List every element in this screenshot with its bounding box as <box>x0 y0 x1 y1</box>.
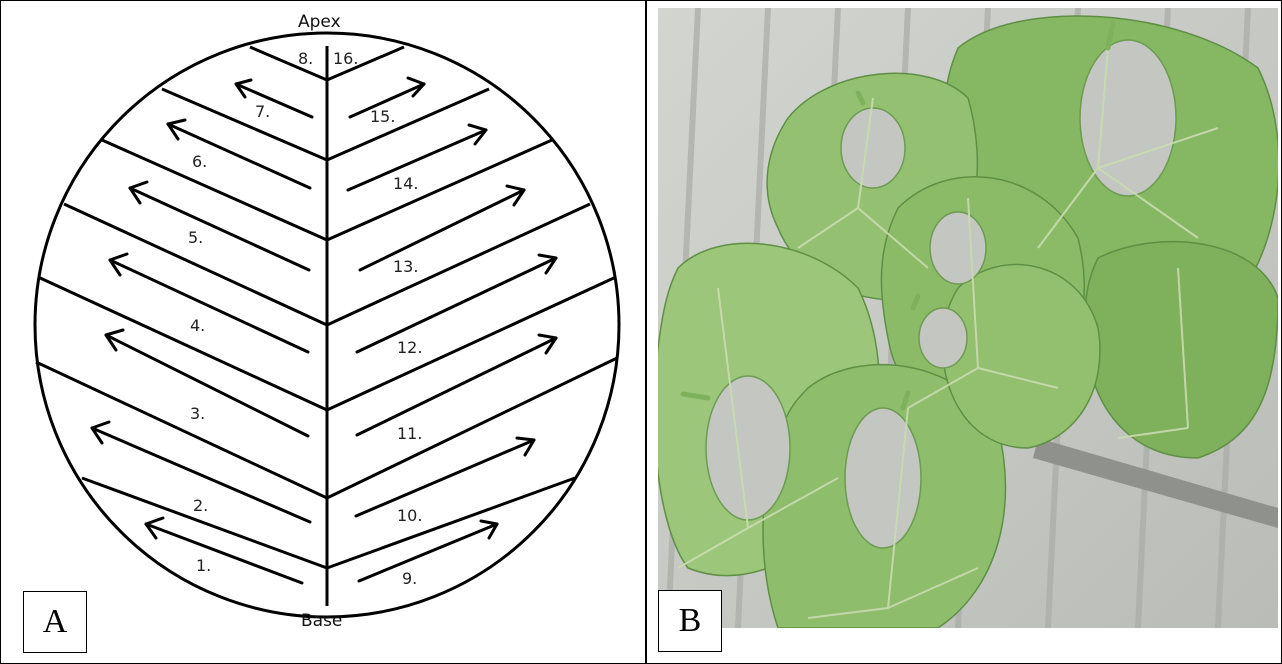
section-label-6: 6. <box>192 152 207 171</box>
section-label-12: 12. <box>397 338 422 357</box>
section-label-5: 5. <box>188 228 203 247</box>
section-label-16: 16. <box>333 49 358 68</box>
arrow-3 <box>106 330 308 436</box>
section-label-15: 15. <box>370 107 395 126</box>
panel-a-label: A <box>23 591 87 653</box>
divider-line <box>82 478 327 568</box>
leaf-hole <box>706 376 790 520</box>
arrow-7 <box>236 80 312 117</box>
section-label-8: 8. <box>298 49 313 68</box>
section-label-10: 10. <box>397 506 422 525</box>
section-label-11: 11. <box>397 424 422 443</box>
panel-b-label: B <box>658 590 722 652</box>
base-label: Base <box>301 611 342 631</box>
apex-label: Apex <box>298 12 341 32</box>
section-label-2: 2. <box>193 496 208 515</box>
section-label-1: 1. <box>196 556 211 575</box>
arrow-5 <box>130 182 309 270</box>
section-label-14: 14. <box>393 174 418 193</box>
leaf-section-diagram: 1. 2. 3. 4. 5. 6. 7. 8. 9. 10. 11. 12. 1… <box>0 0 645 664</box>
section-label-7: 7. <box>255 102 270 121</box>
divider-line <box>327 478 575 568</box>
leaf-photo <box>658 8 1278 628</box>
leaf-hole <box>841 108 905 188</box>
section-label-13: 13. <box>393 257 418 276</box>
arrow-12 <box>357 255 556 352</box>
section-label-4: 4. <box>190 316 205 335</box>
leaf-hole <box>845 408 921 548</box>
leaf-hole <box>919 308 967 368</box>
panel-divider <box>645 0 647 664</box>
section-label-9: 9. <box>402 569 417 588</box>
section-label-3: 3. <box>190 404 205 423</box>
arrow-10 <box>356 438 534 516</box>
arrow-13 <box>360 186 524 270</box>
cucumber-leaves-photo <box>658 8 1278 628</box>
leaf-hole <box>930 212 986 284</box>
divider-line <box>162 89 327 160</box>
divider-line <box>327 89 489 160</box>
divider-line <box>38 277 327 410</box>
divider-line <box>250 47 327 80</box>
